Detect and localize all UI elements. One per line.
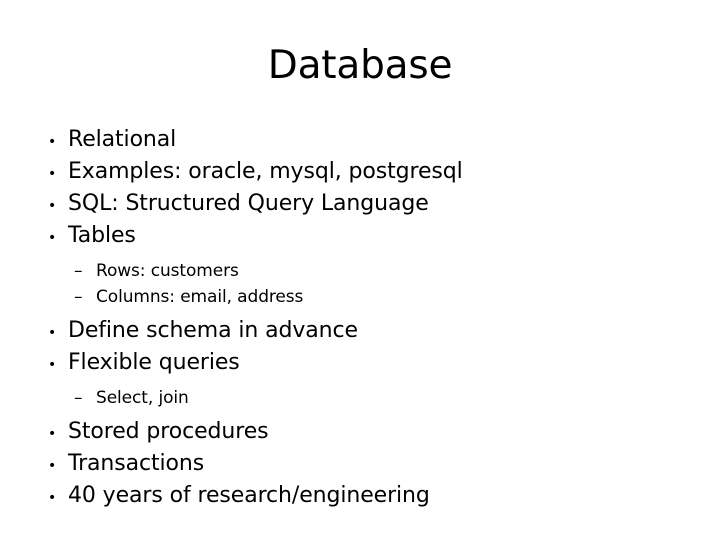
sub-bullet-text: Columns: email, address: [96, 287, 304, 307]
bullet-text: SQL: Structured Query Language: [68, 191, 429, 216]
bullet-text: 40 years of research/engineering: [68, 483, 430, 508]
bullet-marker-icon: •: [48, 230, 57, 246]
bullet-text: Stored procedures: [68, 419, 269, 444]
bullet-text: Examples: oracle, mysql, postgresql: [68, 159, 463, 184]
bullet-marker-icon: •: [48, 325, 57, 341]
bullet-item: • Transactions: [44, 449, 684, 481]
bullet-item: • Define schema in advance: [44, 316, 684, 348]
bullet-item: • Examples: oracle, mysql, postgresql: [44, 157, 684, 189]
sub-bullet-text: Select, join: [96, 388, 189, 408]
bullet-text: Relational: [68, 127, 177, 152]
bullet-marker-icon: •: [48, 458, 57, 474]
bullet-marker-icon: •: [48, 198, 57, 214]
bullet-text: Define schema in advance: [68, 318, 358, 343]
bullet-item: • Relational: [44, 125, 684, 157]
sub-bullet-item: – Columns: email, address: [44, 284, 684, 310]
bullet-text: Flexible queries: [68, 350, 240, 375]
dash-marker-icon: –: [74, 287, 83, 307]
bullet-item: • Tables: [44, 221, 684, 253]
bullet-item: • Flexible queries: [44, 348, 684, 380]
bullet-marker-icon: •: [48, 357, 57, 373]
bullet-text: Tables: [68, 223, 136, 248]
slide-title: Database: [267, 43, 453, 88]
bullet-marker-icon: •: [48, 166, 57, 182]
bullet-item: • SQL: Structured Query Language: [44, 189, 684, 221]
bullet-text: Transactions: [68, 451, 205, 476]
bullet-marker-icon: •: [48, 134, 57, 150]
sub-bullet-text: Rows: customers: [96, 261, 239, 281]
bullet-item: • 40 years of research/engineering: [44, 481, 684, 513]
bullet-marker-icon: •: [48, 426, 57, 442]
sub-bullet-item: – Rows: customers: [44, 258, 684, 284]
slide-body-bullet-list: • Relational • Examples: oracle, mysql, …: [44, 125, 684, 513]
bullet-item: • Stored procedures: [44, 417, 684, 449]
dash-marker-icon: –: [74, 388, 83, 408]
sub-bullet-item: – Select, join: [44, 385, 684, 411]
bullet-marker-icon: •: [48, 490, 57, 506]
dash-marker-icon: –: [74, 261, 83, 281]
